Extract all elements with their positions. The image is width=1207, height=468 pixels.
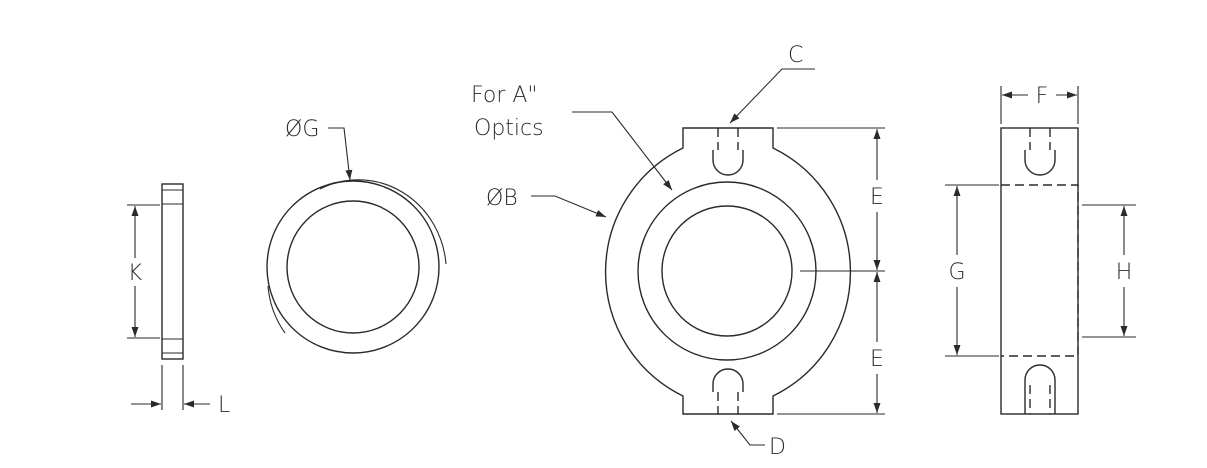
- side-view-thin: K L: [127, 183, 230, 418]
- thread-arc-top: [319, 179, 447, 265]
- l-label: L: [218, 393, 230, 418]
- mount-body-outline: [604, 127, 852, 415]
- thread-arc-bottom: [267, 285, 286, 334]
- side-bottom-slot-u: [1024, 364, 1056, 414]
- g-label: G: [948, 260, 965, 285]
- f-label: F: [1036, 84, 1049, 109]
- d-leader: [730, 420, 765, 446]
- top-slot-u: [712, 150, 744, 176]
- optics-label-line1: For A": [471, 83, 538, 108]
- c-leader: [729, 68, 815, 124]
- b-dia-leader: [531, 195, 607, 218]
- bottom-slot-u: [712, 368, 744, 392]
- hidden-bore-outline: [1001, 184, 1079, 357]
- front-view-mount: C D For A" Optics ØB E E: [471, 43, 885, 460]
- g-diameter-label: ØG: [285, 117, 319, 142]
- outer-circle: [266, 180, 440, 354]
- c-label: C: [788, 43, 803, 68]
- side-mount-outline: [1000, 127, 1079, 415]
- g-dia-leader: [328, 127, 353, 181]
- mount-optic-counterbore: [637, 181, 817, 361]
- mount-optic-bore: [661, 205, 793, 337]
- b-diameter-label: ØB: [486, 186, 518, 211]
- front-view-thin-ring: ØG: [266, 117, 447, 354]
- side-view-mount: F G H: [945, 84, 1136, 415]
- side-profile-outline: [161, 183, 184, 360]
- e-top-label: E: [870, 185, 884, 210]
- optics-leader: [572, 111, 673, 191]
- k-label: K: [128, 261, 143, 286]
- inner-circle: [286, 200, 420, 334]
- d-label: D: [769, 435, 786, 460]
- optics-label-line2: Optics: [474, 116, 544, 141]
- e-bottom-label: E: [870, 347, 884, 372]
- side-top-slot-u: [1024, 150, 1056, 176]
- h-label: H: [1116, 260, 1133, 285]
